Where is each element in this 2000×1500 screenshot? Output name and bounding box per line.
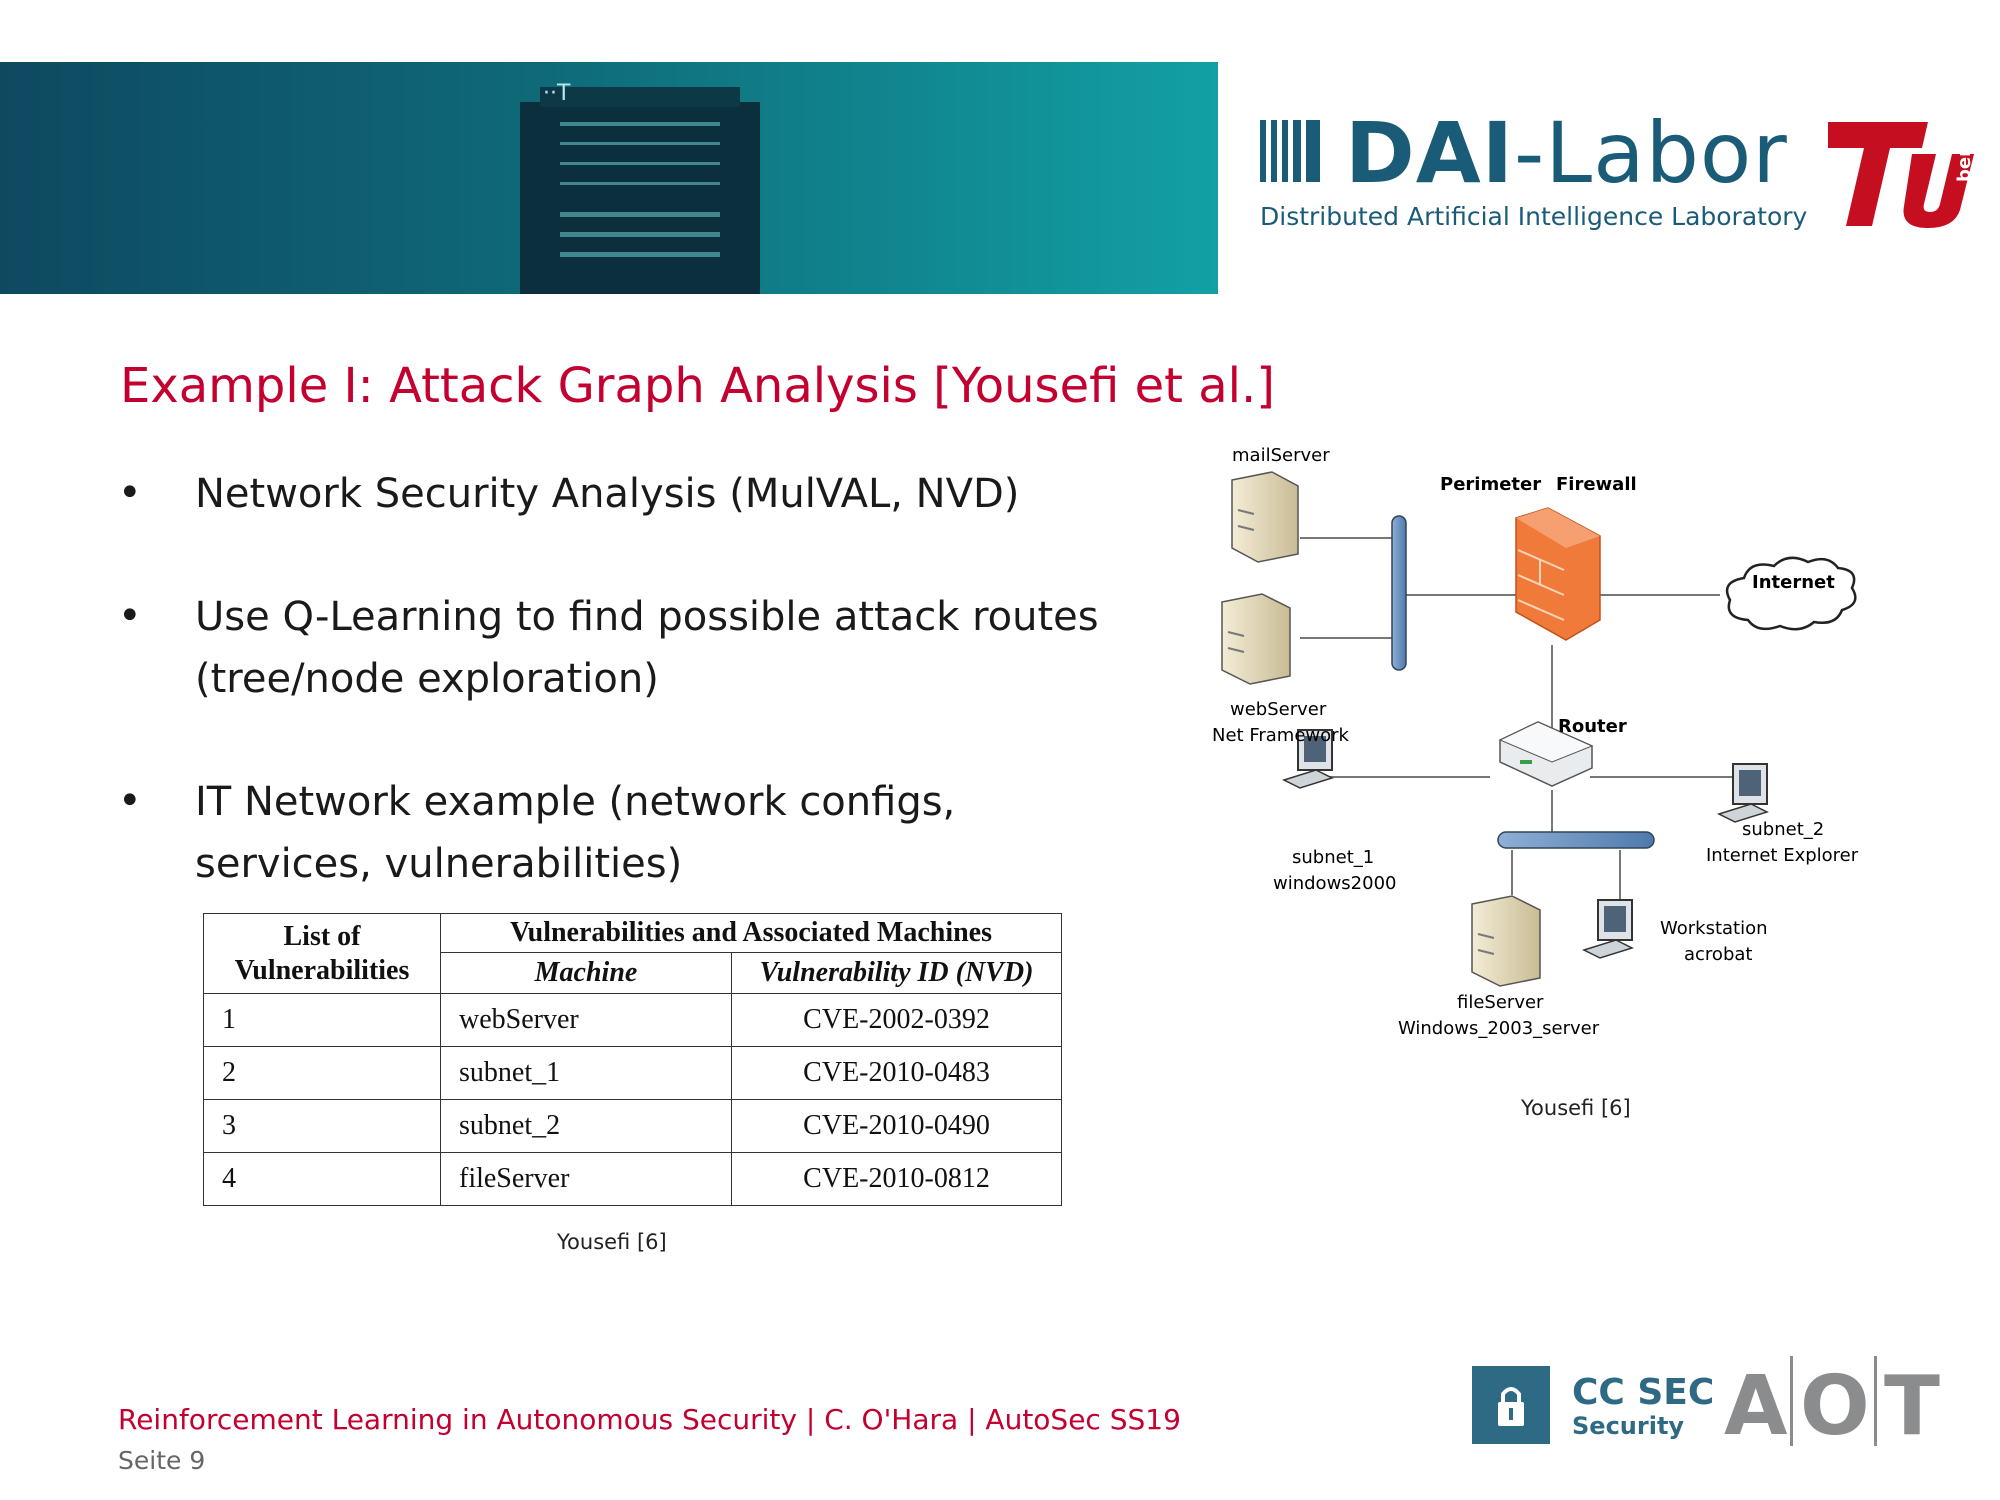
label-webserver-os: Net Framework bbox=[1212, 725, 1350, 746]
dai-labor-logo: DAI-Labor Distributed Artificial Intelli… bbox=[1260, 104, 1807, 240]
cell-number: 3 bbox=[203, 1099, 441, 1153]
dai-title: DAI-Labor bbox=[1345, 104, 1788, 202]
label-fileserver-os: Windows_2003_server bbox=[1398, 1018, 1600, 1039]
cell-vuln-id: CVE-2010-0483 bbox=[731, 1046, 1062, 1100]
diagram-caption: Yousefi [6] bbox=[1521, 1096, 1631, 1120]
aot-letter-o: O bbox=[1800, 1359, 1870, 1452]
aot-logo: A O T bbox=[1724, 1356, 1940, 1452]
banner-mark: ··T bbox=[543, 81, 571, 106]
label-workstation: Workstation bbox=[1660, 918, 1768, 939]
table-subheader-row: Machine Vulnerability ID (NVD) bbox=[204, 952, 1062, 994]
file-server-icon bbox=[1471, 895, 1541, 987]
firewall-icon bbox=[1515, 507, 1601, 641]
router-icon bbox=[1498, 721, 1594, 787]
label-mailserver: mailServer bbox=[1232, 445, 1330, 466]
bullet-it-network: IT Network example (network configs, ser… bbox=[195, 779, 956, 887]
label-webserver: webServer bbox=[1230, 699, 1327, 720]
subnet-bus-icon bbox=[1497, 831, 1655, 849]
cell-machine: fileServer bbox=[440, 1152, 732, 1206]
header-vulnerabilities-group: Vulnerabilities and Associated Machines bbox=[440, 913, 1062, 953]
bullet-marker: • bbox=[118, 593, 142, 639]
mail-server-icon bbox=[1231, 471, 1299, 563]
label-fileserver: fileServer bbox=[1457, 992, 1544, 1013]
aot-letter-t: T bbox=[1884, 1359, 1940, 1452]
web-server-icon bbox=[1221, 593, 1291, 685]
table-row: 4 fileServer CVE-2010-0812 bbox=[203, 1152, 1062, 1206]
subnet1-workstation-icon bbox=[1282, 729, 1334, 789]
cell-number: 1 bbox=[203, 993, 441, 1047]
header-banner: ··T bbox=[0, 62, 1218, 294]
header-list-of-vulnerabilities: List of Vulnerabilities bbox=[203, 913, 441, 994]
page-number: Seite 9 bbox=[118, 1446, 206, 1475]
dai-subtitle: Distributed Artificial Intelligence Labo… bbox=[1260, 202, 1808, 231]
label-subnet1-os: windows2000 bbox=[1273, 873, 1396, 894]
tu-berlin-text: berlin bbox=[1954, 123, 1975, 182]
cell-vuln-id: CVE-2010-0812 bbox=[731, 1152, 1062, 1206]
vulnerability-table: List of Vulnerabilities Vulnerabilities … bbox=[203, 913, 1062, 1206]
table-row: 3 subnet_2 CVE-2010-0490 bbox=[203, 1099, 1062, 1153]
label-subnet1: subnet_1 bbox=[1292, 847, 1374, 868]
cc-sec-title: CC SEC bbox=[1572, 1372, 1715, 1413]
cc-sec-logo: CC SEC Security bbox=[1472, 1360, 1715, 1450]
cell-machine: subnet_1 bbox=[440, 1046, 732, 1100]
label-router: Router bbox=[1558, 716, 1627, 737]
label-perimeter: Perimeter bbox=[1440, 474, 1541, 495]
tower-image: ··T bbox=[520, 81, 760, 294]
label-internet: Internet bbox=[1752, 572, 1835, 593]
aot-letter-a: A bbox=[1724, 1359, 1788, 1452]
footer-title: Reinforcement Learning in Autonomous Sec… bbox=[118, 1403, 1181, 1436]
cell-number: 2 bbox=[203, 1046, 441, 1100]
label-firewall: Firewall bbox=[1556, 474, 1637, 495]
network-diagram: mailServer Perimeter Firewall Internet w… bbox=[1212, 445, 1859, 1039]
header-vulnerability-id: Vulnerability ID (NVD) bbox=[731, 952, 1062, 994]
label-workstation-app: acrobat bbox=[1684, 944, 1752, 965]
header-machine: Machine bbox=[440, 952, 732, 994]
cell-number: 4 bbox=[203, 1152, 441, 1206]
lock-icon bbox=[1472, 1366, 1550, 1444]
label-subnet2-os: Internet Explorer bbox=[1706, 845, 1859, 866]
internet-cloud-icon bbox=[1725, 556, 1857, 631]
label-subnet2: subnet_2 bbox=[1742, 819, 1824, 840]
table-row: 1 webServer CVE-2002-0392 bbox=[203, 993, 1062, 1047]
table-row: 2 subnet_1 CVE-2010-0483 bbox=[203, 1046, 1062, 1100]
cc-sec-subtitle: Security bbox=[1572, 1412, 1685, 1440]
bullet-marker: • bbox=[118, 470, 142, 516]
slide-title: Example I: Attack Graph Analysis [Yousef… bbox=[120, 358, 1275, 414]
cell-vuln-id: CVE-2010-0490 bbox=[731, 1099, 1062, 1153]
switch-bus-icon bbox=[1391, 515, 1407, 671]
bullet-network-security: Network Security Analysis (MulVAL, NVD) bbox=[195, 471, 1020, 517]
tu-berlin-logo: berlin bbox=[1828, 122, 1975, 228]
subnet2-workstation-icon bbox=[1717, 763, 1769, 823]
dai-bars-icon bbox=[1260, 120, 1320, 182]
table-caption: Yousefi [6] bbox=[557, 1230, 667, 1254]
cell-machine: webServer bbox=[440, 993, 732, 1047]
bullet-q-learning: Use Q-Learning to find possible attack r… bbox=[195, 594, 1099, 702]
cell-machine: subnet_2 bbox=[440, 1099, 732, 1153]
workstation-acrobat-icon bbox=[1582, 899, 1634, 959]
bullet-marker: • bbox=[118, 778, 142, 824]
cell-vuln-id: CVE-2002-0392 bbox=[731, 993, 1062, 1047]
table-header-row: List of Vulnerabilities Vulnerabilities … bbox=[203, 913, 1062, 994]
